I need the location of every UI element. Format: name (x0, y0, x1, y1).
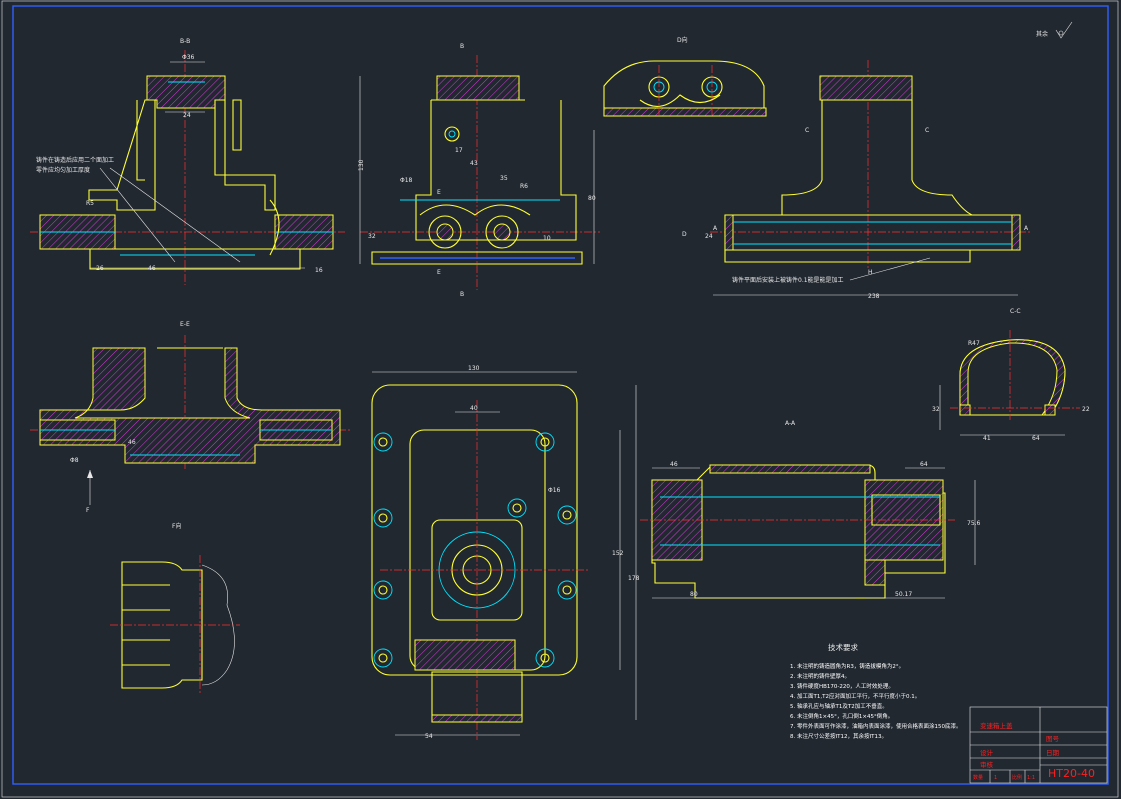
dim-cc-r: R47 (968, 340, 980, 347)
mark-f: F (86, 507, 90, 514)
dim-bb-right: 16 (315, 267, 323, 274)
dim-ee-d: 46 (128, 439, 136, 446)
dim-front-base: 130 (358, 159, 365, 171)
scale-value: 1:1 (1027, 775, 1035, 781)
label-aa: A-A (785, 420, 796, 427)
dim-right-h: 24 (705, 233, 713, 240)
checker-label: 审核 (980, 760, 994, 769)
dim-front-h2: 43 (470, 160, 478, 167)
dim-cc-w: 41 (983, 435, 991, 442)
tech-item-3: 3. 铸件硬度HB170-220，人工时效处理。 (790, 682, 894, 690)
label-ee: E-E (180, 321, 190, 328)
view-plan: 130 40 152 178 54 Φ16 (371, 365, 640, 740)
quantity-label: 数量 (973, 774, 983, 781)
mark-b-bottom: B (460, 291, 464, 298)
dim-front-b1: 10 (543, 235, 551, 242)
label-cc: C-C (1010, 308, 1021, 315)
dim-plan-h2: 178 (628, 575, 640, 582)
mark-a-left: A (713, 225, 718, 232)
mark-b-top: B (460, 43, 464, 50)
dim-front-h3: 80 (588, 195, 596, 202)
mark-c-right: C (925, 127, 929, 134)
view-f: F向 (110, 522, 240, 695)
mark-d: D (682, 231, 687, 238)
dim-front-phi: Φ18 (400, 177, 413, 184)
dim-plan-phi: Φ16 (548, 487, 561, 494)
view-right-side: C C A A D H 238 24 铸件平面后安装上被铸件0.1能是能是加工 (682, 60, 1030, 300)
dim-aa-w2: 64 (920, 461, 928, 468)
dim-ee-phi: Φ8 (70, 457, 79, 464)
dim-right-len: 238 (868, 293, 880, 300)
dim-plan-top: 40 (470, 405, 478, 412)
mark-c-left: C (805, 127, 809, 134)
bb-note-2: 零件应均匀加工厚度 (36, 166, 90, 174)
dim-plan-w: 130 (468, 365, 480, 372)
cc-note: 铸件平面后安装上被铸件0.1能是能是加工 (732, 276, 844, 284)
date-label: 日期 (1046, 749, 1060, 757)
dim-front-w2: 17 (455, 147, 463, 154)
part-name: 变速箱上盖 (980, 721, 1013, 730)
count-value: 1 (994, 775, 997, 781)
mark-e-top: E (437, 189, 441, 196)
dim-bb-w3: 46 (148, 265, 156, 272)
mark-h: H (868, 269, 873, 276)
material: HT20-40 (1048, 767, 1095, 780)
label-f-view: F向 (172, 522, 181, 530)
tech-item-4: 4. 加工面T1,T2应对面加工平行，不平行度小于0.1。 (790, 692, 920, 700)
tech-item-6: 6. 未注倒角1×45°，孔口倒1×45°倒角。 (790, 712, 893, 720)
drawing-no-label: 图号 (1046, 735, 1060, 743)
dim-front-w1: 35 (500, 175, 508, 182)
roughness-note: 其余 (1036, 30, 1048, 38)
view-bb-section: B-B Φ36 24 46 26 16 R5 铸件在铸造后应用二个面加工 零件应… (30, 38, 345, 285)
dim-plan-bot: 54 (425, 733, 433, 740)
mark-e-bottom: E (437, 269, 441, 276)
tech-title: 技术要求 (828, 642, 858, 652)
view-ee-section: E-E F 46 Φ8 (30, 321, 350, 514)
view-front: B B E E 130 80 17 43 35 Φ18 R6 32 10 (358, 43, 600, 298)
dim-bb-w1: 24 (183, 112, 191, 119)
dim-aa-l2: 50.17 (895, 591, 912, 598)
tech-item-1: 1. 未注明的铸造圆角为R3，铸造拔模角为2°。 (790, 662, 904, 670)
dim-aa-w1: 46 (670, 461, 678, 468)
dim-front-r: R6 (520, 183, 528, 190)
label-bb: B-B (180, 38, 190, 45)
tech-item-2: 2. 未注明的铸件壁厚4。 (790, 672, 850, 680)
dim-front-side: 32 (368, 233, 376, 240)
dim-bb-top: Φ36 (182, 54, 195, 61)
tech-item-8: 8. 未注尺寸公差按IT12，其余按IT13。 (790, 732, 887, 740)
tech-item-5: 5. 轴承孔应与轴承T1及T2加工不垂直。 (790, 702, 888, 710)
dim-cc-w2: 64 (1032, 435, 1040, 442)
surface-roughness-mark: 其余 (1036, 21, 1073, 39)
dim-aa-h: 75.6 (967, 520, 981, 527)
dim-cc-t: 22 (1082, 406, 1090, 413)
bb-note-1: 铸件在铸造后应用二个面加工 (36, 156, 114, 164)
dim-plan-h1: 152 (612, 550, 624, 557)
dim-bb-left: 26 (96, 265, 104, 272)
scale-label: 比例 (1012, 774, 1022, 781)
view-aa-section: A-A 46 64 75.6 80 50.17 (640, 420, 981, 599)
dim-cc-h: 32 (932, 406, 940, 413)
view-cc-section: C-C 32 41 64 R47 22 (932, 308, 1090, 442)
title-block: 变速箱上盖 图号 设计 日期 审核 数量 1 比例 1:1 HT20-40 (969, 706, 1108, 784)
view-d: D向 (603, 36, 767, 117)
technical-requirements: 技术要求 1. 未注明的铸造圆角为R3，铸造拔模角为2°。 2. 未注明的铸件壁… (790, 642, 962, 740)
label-d-view: D向 (677, 36, 688, 44)
dim-bb-r: R5 (86, 200, 94, 207)
bolt-holes (373, 432, 577, 668)
tech-item-7: 7. 零件外表面可作涂漆，油箱内表面涂漆，使用合格表面涂150底漆。 (790, 722, 962, 730)
dim-aa-l: 80 (690, 591, 698, 598)
mark-a-right: A (1024, 225, 1029, 232)
designer-label: 设计 (980, 748, 994, 757)
